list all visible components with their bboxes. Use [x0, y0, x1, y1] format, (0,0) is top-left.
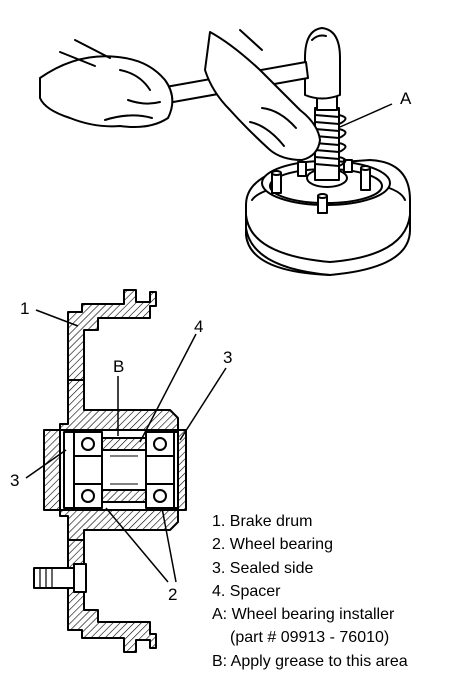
legend-item-grease-area: B: Apply grease to this area	[212, 652, 408, 670]
callout-4-label: 4	[194, 317, 203, 336]
callout-3-right: 3	[179, 348, 232, 441]
callout-3-left-label: 3	[10, 471, 19, 490]
callout-4: 4	[139, 317, 203, 443]
hammer-installer-illustration	[39, 27, 411, 276]
callout-a-label: A	[400, 89, 412, 108]
hub-cross-section	[33, 289, 187, 653]
legend-item-sealed-side: 3. Sealed side	[212, 559, 314, 577]
callout-3-right-label: 3	[223, 348, 232, 367]
callout-3-left: 3	[10, 449, 67, 490]
legend-item-installer-part: (part # 09913 - 76010)	[230, 629, 390, 647]
callout-2: 2	[105, 507, 177, 604]
callout-1-label: 1	[20, 299, 29, 318]
legend: 1. Brake drum 2. Wheel bearing 3. Sealed…	[212, 510, 408, 673]
callout-b-label: B	[113, 357, 124, 376]
legend-item-wheel-bearing: 2. Wheel bearing	[212, 536, 333, 554]
callout-a: A	[339, 89, 412, 128]
callout-b: B	[113, 357, 124, 436]
callout-2-label: 2	[168, 585, 177, 604]
legend-item-spacer: 4. Spacer	[212, 582, 281, 600]
legend-item-installer: A: Wheel bearing installer	[212, 606, 395, 624]
callout-1: 1	[20, 299, 79, 327]
legend-item-brake-drum: 1. Brake drum	[212, 513, 313, 530]
